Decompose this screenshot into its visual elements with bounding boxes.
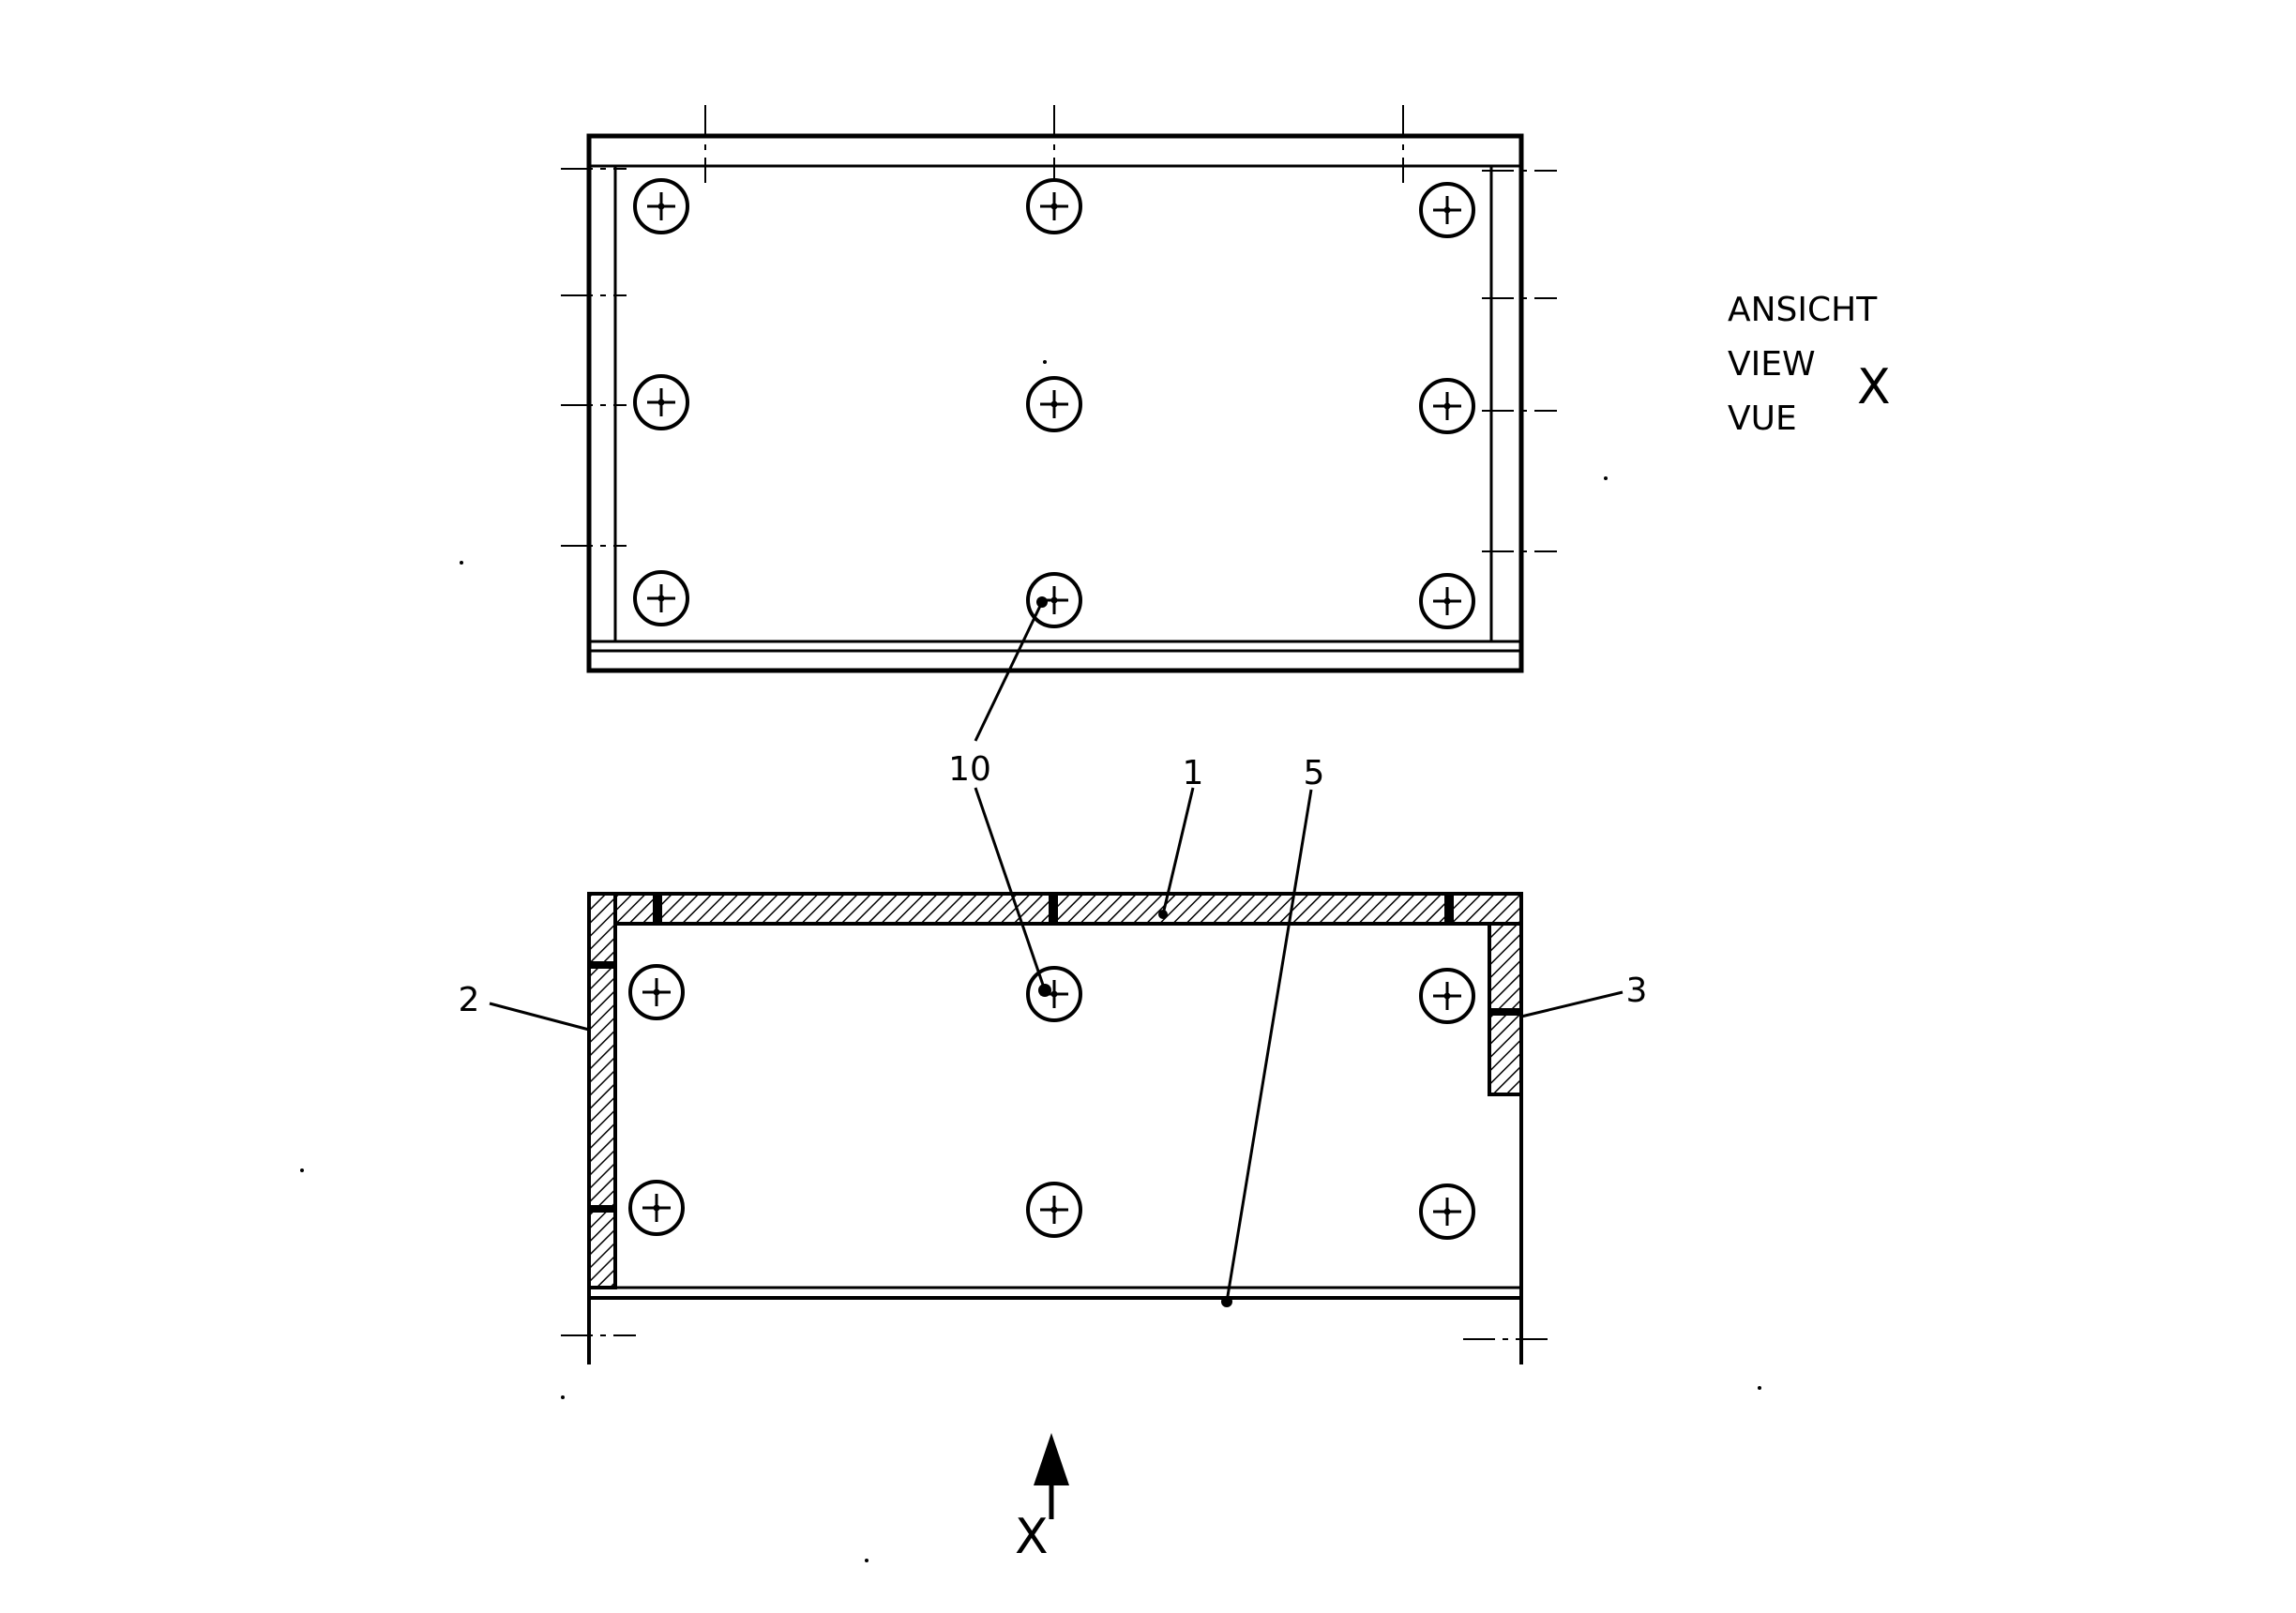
section-fasteners xyxy=(589,894,1521,1213)
leader-lines xyxy=(489,601,1624,1303)
callout-2: 2 xyxy=(459,981,480,1019)
section-view-screws xyxy=(628,964,1475,1240)
arrow-up-icon xyxy=(1034,1433,1069,1485)
top-view xyxy=(561,105,1557,673)
callout-10: 10 xyxy=(948,750,991,789)
screw-head-icon xyxy=(1026,178,1082,234)
screw-head-icon xyxy=(1026,376,1082,432)
view-legend-french: VUE xyxy=(1728,399,1797,438)
view-direction-arrow: X xyxy=(1015,1433,1069,1565)
screw-head-icon xyxy=(1419,378,1475,434)
section-view xyxy=(561,892,1548,1364)
screw-head-icon xyxy=(633,570,689,626)
section-left-panel xyxy=(587,892,617,1289)
screw-head-icon xyxy=(1419,573,1475,629)
screw-head-icon xyxy=(1419,968,1475,1024)
screw-head-icon xyxy=(633,178,689,234)
view-legend-german: ANSICHT xyxy=(1728,291,1878,329)
callout-1: 1 xyxy=(1183,754,1204,792)
screw-head-icon xyxy=(1419,1183,1475,1240)
callout-5: 5 xyxy=(1304,754,1325,792)
screw-head-icon xyxy=(628,964,685,1020)
callout-3: 3 xyxy=(1626,972,1648,1010)
view-legend: ANSICHT VIEW VUE X xyxy=(1728,291,1891,438)
view-legend-english: VIEW xyxy=(1728,345,1816,384)
screw-head-icon xyxy=(633,374,689,430)
screw-head-icon xyxy=(1026,966,1082,1022)
view-arrow-letter: X xyxy=(1015,1509,1049,1565)
view-legend-letter: X xyxy=(1857,359,1891,415)
top-view-screws xyxy=(633,178,1475,629)
screw-head-icon xyxy=(1026,1182,1082,1238)
scan-specks xyxy=(300,360,1761,1562)
leader-dots xyxy=(1036,596,1232,1307)
screw-head-icon xyxy=(1419,182,1475,238)
screw-head-icon xyxy=(628,1180,685,1236)
screw-head-icon xyxy=(1026,572,1082,628)
top-view-centerlines xyxy=(561,105,1557,552)
